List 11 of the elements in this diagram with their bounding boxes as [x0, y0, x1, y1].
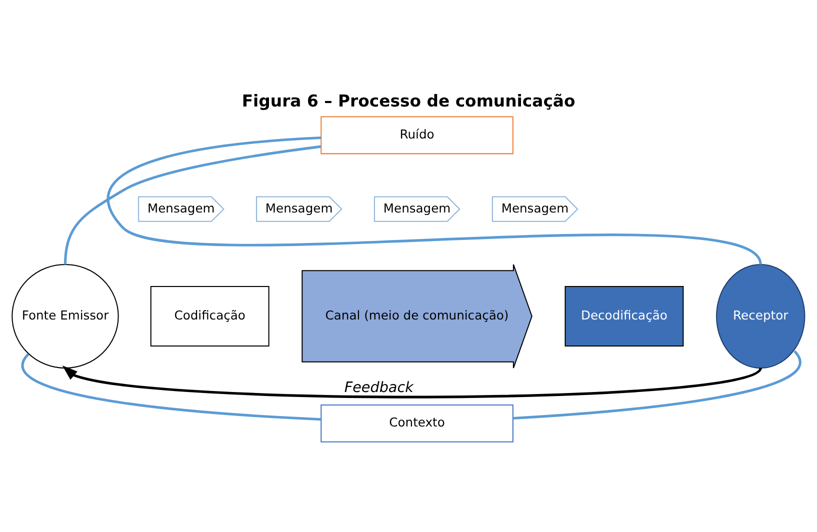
node-box: Ruído — [320, 116, 514, 154]
node-box: Decodificação — [564, 286, 684, 347]
connector — [64, 145, 322, 265]
connector — [22, 354, 321, 421]
node-box: Contexto — [320, 404, 514, 442]
node-box: Codificação — [150, 286, 270, 347]
edge-label: Feedback — [344, 380, 414, 396]
node-ellipse: Receptor — [716, 264, 806, 369]
node-circle: Fonte Emissor — [12, 264, 119, 369]
diagram-title: Figura 6 – Processo de comunicação — [242, 91, 576, 110]
arrow — [62, 366, 762, 398]
